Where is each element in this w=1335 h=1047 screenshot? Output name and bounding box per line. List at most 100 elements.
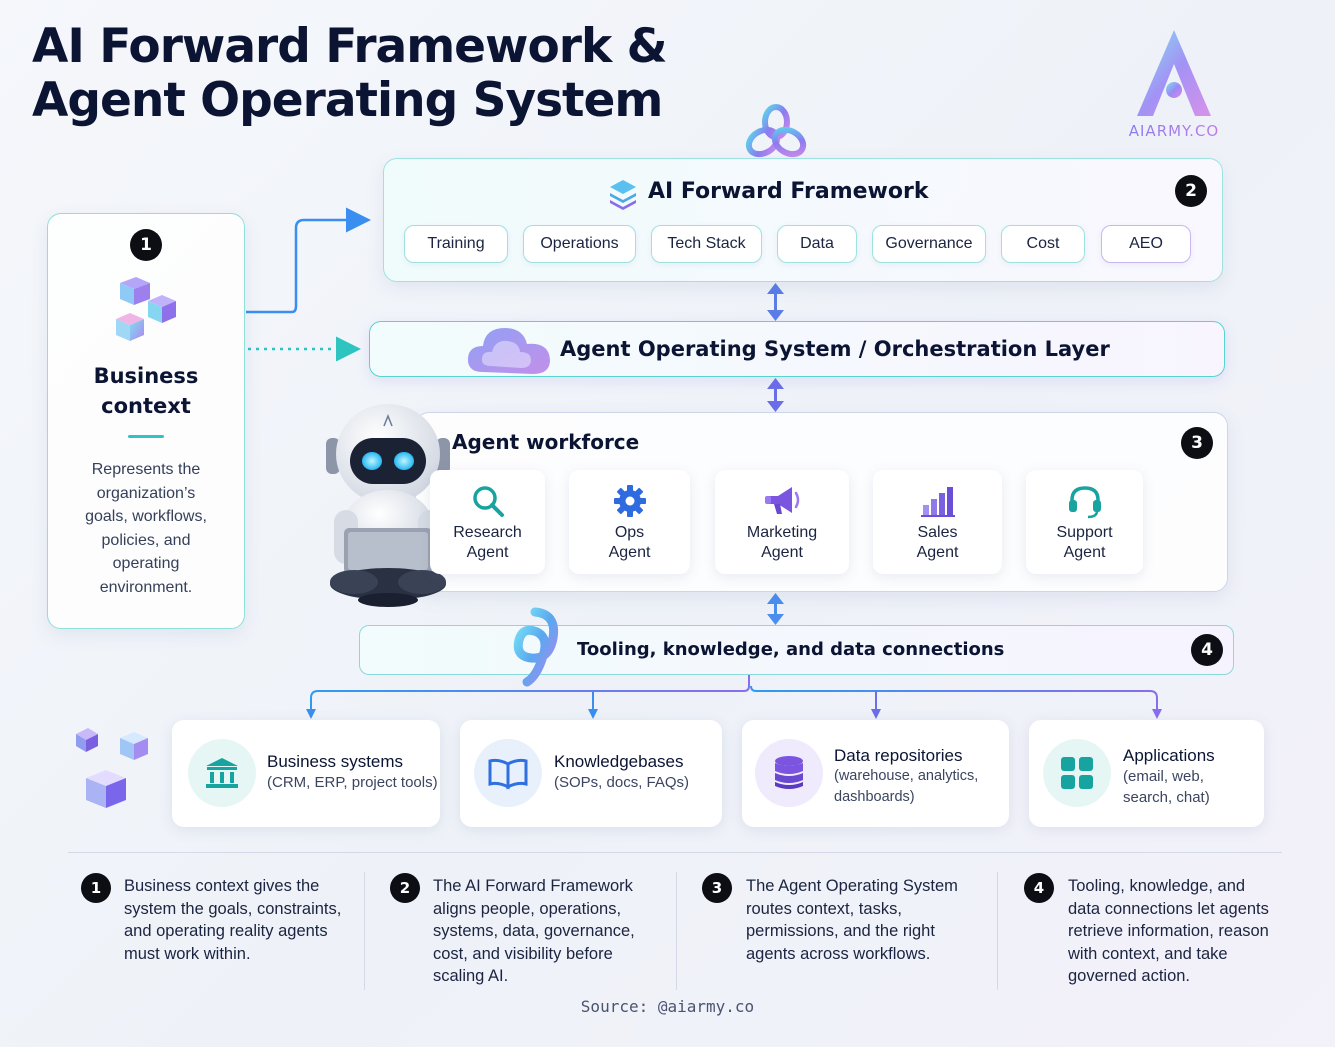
tooling-card (359, 625, 1234, 675)
agent-label-line-2: Agent (608, 544, 651, 561)
layers-icon (610, 180, 636, 210)
step-badge-2: 2 (1175, 175, 1207, 207)
note-line: data connections let agents (1068, 899, 1269, 918)
cloud-icon (467, 328, 550, 374)
pill-data: Data (777, 225, 857, 263)
step-badge-4: 4 (1191, 634, 1223, 666)
resource-icon-bg (474, 739, 542, 807)
resource-icon-bg (1043, 739, 1111, 807)
workforce-title: Agent workforce (452, 430, 640, 454)
agent-label-line-2: Agent (466, 544, 509, 561)
note-line: must work within. (124, 944, 251, 963)
note-text-3: The Agent Operating System routes contex… (746, 875, 958, 965)
note-line: and operating reality agents (124, 922, 328, 941)
logo-text: AIARMY.CO (1122, 122, 1226, 140)
note-line: aligns people, operations, (433, 899, 622, 918)
note-text-1: Business context gives the system the go… (124, 875, 341, 965)
resource-icon-bg (755, 739, 823, 807)
pill-tech-stack: Tech Stack (651, 225, 762, 263)
ai-forward-framework-card (383, 158, 1223, 282)
note-line: The Agent Operating System (746, 877, 958, 895)
agent-card-marketing: Marketing Agent (715, 470, 849, 574)
resource-card-knowledgebases: Knowledgebases (SOPs, docs, FAQs) (460, 720, 722, 827)
business-context-card: 1 Business context Represents the organi… (47, 213, 245, 629)
floating-cubes-icon (76, 728, 148, 808)
resource-subtitle: search, chat) (1123, 789, 1210, 806)
note-line: cost, and visibility before (433, 944, 613, 963)
bank-building-icon (206, 758, 238, 788)
description-line: policies, and (101, 531, 191, 549)
page-title: AI Forward Framework & Agent Operating S… (32, 20, 668, 128)
note-line: governed action. (1068, 967, 1191, 986)
agent-card-sales: Sales Agent (873, 470, 1002, 574)
agent-label-line-2: Agent (916, 544, 959, 561)
note-line: Tooling, knowledge, and (1068, 877, 1246, 895)
resource-card-data-repositories: Data repositories (warehouse, analytics,… (742, 720, 1009, 827)
resource-title: Business systems (267, 752, 404, 771)
business-context-title-line-2: context (101, 394, 191, 418)
agent-label-line-2: Agent (1063, 544, 1106, 561)
robot-illustration-icon (326, 404, 450, 607)
resource-subtitle: (SOPs, docs, FAQs) (554, 774, 690, 791)
agent-label-line-2: Agent (761, 544, 803, 561)
database-icon (775, 756, 803, 789)
agent-card-research: Research Agent (430, 470, 545, 574)
resource-title: Knowledgebases (554, 752, 684, 771)
agent-label-line-1: Research (453, 524, 522, 541)
agent-label-line-1: Sales (917, 524, 958, 541)
note-line: with context, and take (1068, 944, 1228, 963)
description-line: Represents the (91, 461, 201, 478)
app-grid-icon (1061, 757, 1093, 789)
note-line: system the goals, constraints, (124, 899, 342, 918)
open-book-icon (488, 758, 528, 790)
note-text-2: The AI Forward Framework aligns people, … (433, 875, 635, 988)
resource-subtitle: (warehouse, analytics, (834, 768, 979, 784)
note-line: retrieve information, reason (1068, 922, 1269, 941)
agent-card-support: Support Agent (1026, 470, 1143, 574)
double-arrow-1 (767, 283, 784, 321)
note-line: The AI Forward Framework (433, 877, 633, 895)
pill-governance: Governance (872, 225, 986, 263)
pill-training: Training (404, 225, 508, 263)
resource-title: Data repositories (834, 746, 963, 765)
description-line: operating (112, 555, 180, 572)
resource-title: Applications (1123, 746, 1215, 765)
note-badge-2: 2 (390, 873, 420, 903)
note-line: agents across workflows. (746, 944, 931, 963)
note-badge-3: 3 (702, 873, 732, 903)
resource-icon-bg (188, 739, 256, 807)
agent-label-line-1: Support (1056, 524, 1113, 541)
business-context-description: Represents the organization’s goals, wor… (48, 458, 244, 599)
pill-aeo: AEO (1101, 225, 1191, 263)
description-line: environment. (99, 578, 193, 596)
business-context-title: Business context (48, 361, 244, 421)
orchestration-title: Agent Operating System / Orchestration L… (560, 337, 1110, 361)
tooling-title: Tooling, knowledge, and data connections (577, 639, 1005, 660)
note-badge-4: 4 (1024, 873, 1054, 903)
link-loop-icon (513, 607, 559, 687)
double-arrow-2 (767, 378, 784, 412)
source-credit: Source: @aiarmy.co (580, 997, 755, 1016)
accent-underline (128, 435, 164, 438)
note-line: routes context, tasks, (746, 899, 902, 918)
column-separator (364, 872, 365, 990)
pill-cost: Cost (1001, 225, 1085, 263)
agent-label-line-1: Marketing (746, 524, 818, 541)
resource-subtitle: (CRM, ERP, project tools) (267, 774, 438, 791)
megaphone-icon (765, 487, 800, 514)
description-line: organization’s (96, 484, 196, 502)
business-context-title-line-1: Business (93, 364, 199, 388)
agent-card-ops: Ops Agent (569, 470, 690, 574)
resource-text: Knowledgebases (SOPs, docs, FAQs) (554, 751, 689, 793)
gear-icon (613, 485, 646, 517)
note-line: Business context gives the (124, 877, 320, 895)
agent-label-line-1: Ops (614, 524, 645, 541)
note-line: permissions, and the right (746, 922, 935, 941)
column-separator (997, 872, 998, 990)
letter-a-logo-icon (1137, 30, 1211, 116)
description-line: goals, workflows, (85, 508, 207, 525)
step-badge-1: 1 (130, 229, 162, 261)
cubes-icon (116, 277, 176, 341)
resource-subtitle: dashboards) (834, 789, 915, 805)
